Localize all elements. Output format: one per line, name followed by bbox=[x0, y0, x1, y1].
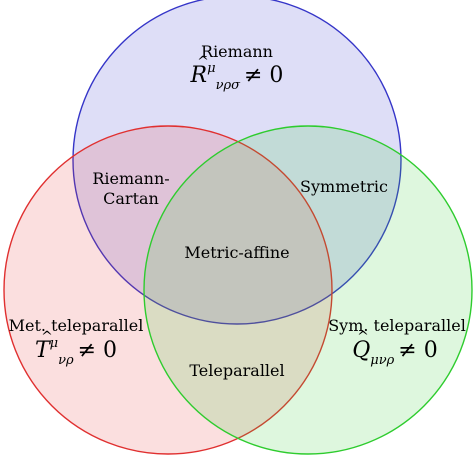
sym-teleparallel-formula-rel: ≠ 0 bbox=[398, 338, 437, 363]
riemann-formula-base: R bbox=[190, 63, 208, 88]
met-teleparallel-hat-icon: ^ bbox=[41, 329, 53, 345]
region-metric-affine: Metric-affine bbox=[184, 243, 289, 262]
met-teleparallel-name: Met. teleparallel bbox=[9, 316, 144, 335]
sym-teleparallel-formula-base: Q bbox=[352, 338, 370, 363]
met-teleparallel-formula-base: T bbox=[35, 338, 52, 363]
sym-teleparallel-formula: Qμνρ ≠ 0 ^ bbox=[352, 329, 437, 368]
riemann-formula-rel: ≠ 0 bbox=[244, 63, 283, 88]
svg-text:Tμνρ≠ 0: Tμνρ ≠ 0 bbox=[35, 336, 117, 368]
riemann-formula: Rμνρσ≠ 0 ^ bbox=[190, 54, 284, 93]
region-riemann-cartan-line2: Cartan bbox=[103, 189, 159, 208]
sym-teleparallel-circle bbox=[143, 125, 473, 455]
region-riemann-cartan-line1: Riemann- bbox=[92, 169, 169, 188]
met-teleparallel-circle bbox=[3, 125, 333, 455]
riemann-name: Riemann bbox=[201, 42, 273, 61]
met-teleparallel-formula-sup: μ bbox=[50, 336, 58, 351]
met-teleparallel-formula-rel: ≠ 0 bbox=[78, 338, 117, 363]
svg-text:Qμνρ≠ 0: Qμνρ ≠ 0 bbox=[352, 338, 437, 368]
riemann-hat-icon: ^ bbox=[197, 54, 209, 70]
region-teleparallel: Teleparallel bbox=[189, 361, 284, 380]
met-teleparallel-formula-sub: νρ bbox=[58, 353, 74, 368]
svg-text:Rμνρσ≠ 0: Rμνρσ≠ 0 bbox=[190, 61, 284, 93]
sym-teleparallel-formula-sub: μνρ bbox=[370, 353, 394, 368]
region-symmetric: Symmetric bbox=[300, 177, 388, 196]
sym-teleparallel-name: Sym. teleparallel bbox=[328, 316, 466, 335]
met-teleparallel-formula: Tμνρ ≠ 0 ^ bbox=[35, 329, 117, 368]
riemann-circle bbox=[72, 0, 402, 325]
sym-teleparallel-hat-icon: ^ bbox=[357, 329, 369, 345]
riemann-formula-sup: μ bbox=[207, 61, 215, 76]
riemann-formula-sub: νρσ bbox=[216, 78, 242, 93]
